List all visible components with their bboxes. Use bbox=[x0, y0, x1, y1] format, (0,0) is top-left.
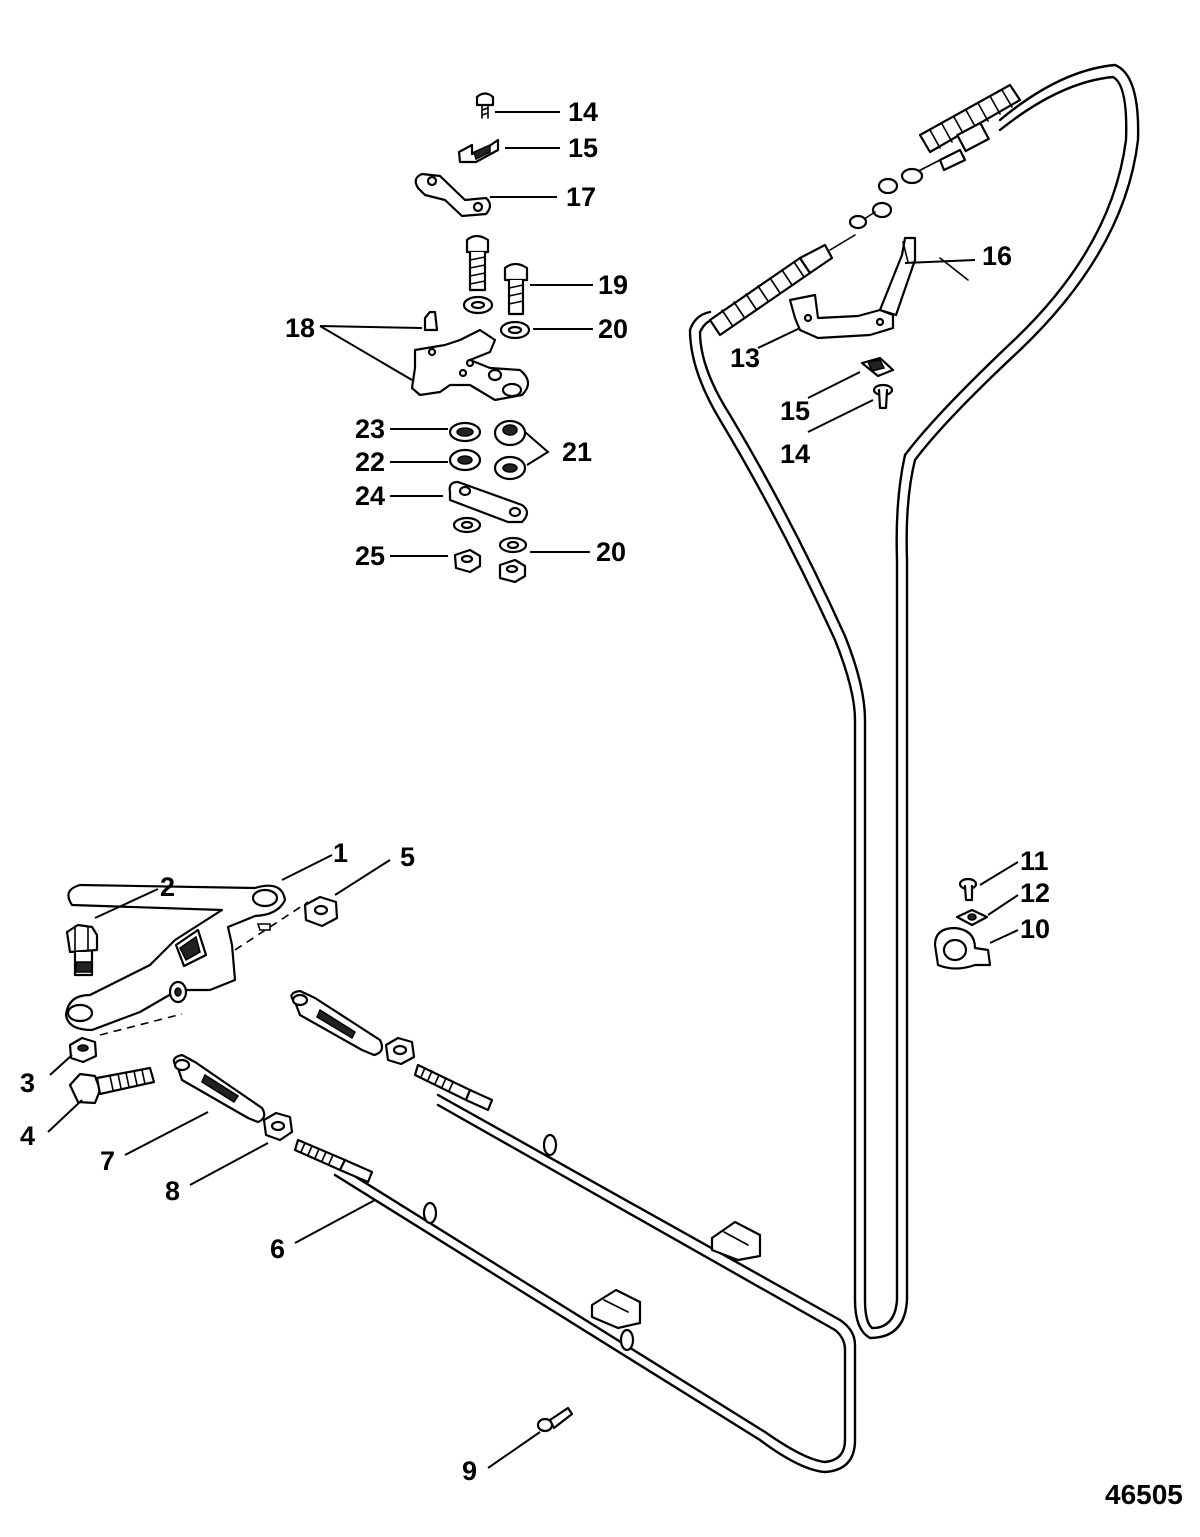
callout-8: 8 bbox=[165, 1176, 180, 1206]
bracket-18 bbox=[410, 310, 530, 402]
clip-15-right bbox=[860, 356, 895, 378]
callout-11: 11 bbox=[1020, 846, 1049, 876]
callout-18: 18 bbox=[285, 313, 315, 343]
screw-11 bbox=[958, 877, 978, 902]
screw-14-top bbox=[475, 92, 495, 119]
callout-15-right: 15 bbox=[780, 396, 810, 426]
callout-13: 13 bbox=[730, 343, 760, 373]
callout-1: 1 bbox=[333, 838, 348, 868]
callout-7: 7 bbox=[100, 1146, 115, 1176]
grommet-22 bbox=[448, 448, 482, 472]
clevis-7 bbox=[172, 1053, 266, 1124]
cable-loop-inner bbox=[333, 1093, 857, 1474]
cable-loop-outer bbox=[688, 63, 1140, 1340]
cable-clamp-block-upper bbox=[710, 1220, 762, 1262]
callout-2: 2 bbox=[160, 872, 175, 902]
callout-12: 12 bbox=[1020, 878, 1050, 908]
callout-20-top: 20 bbox=[598, 314, 628, 344]
plate-17 bbox=[414, 172, 492, 218]
grommet-23 bbox=[448, 421, 482, 443]
clamp-10 bbox=[933, 926, 992, 970]
callout-5: 5 bbox=[400, 842, 415, 872]
nut-3 bbox=[68, 1036, 98, 1064]
callout-9: 9 bbox=[462, 1456, 477, 1486]
dash-line-lever-3 bbox=[99, 1013, 183, 1036]
callout-3: 3 bbox=[20, 1068, 35, 1098]
callout-23: 23 bbox=[355, 414, 385, 444]
nut-25 bbox=[453, 548, 527, 584]
callout-20-bottom: 20 bbox=[596, 537, 626, 567]
washer-20-top bbox=[462, 295, 531, 340]
callout-6: 6 bbox=[270, 1234, 285, 1264]
callout-22: 22 bbox=[355, 447, 385, 477]
callout-14-right: 14 bbox=[780, 439, 810, 469]
callout-16: 16 bbox=[982, 241, 1012, 271]
bolt-2 bbox=[65, 923, 99, 977]
cable-6-end-lower bbox=[293, 1138, 635, 1352]
screw-9 bbox=[536, 1406, 574, 1433]
figure-number: 46505 bbox=[1105, 1479, 1183, 1510]
callout-15-top: 15 bbox=[568, 133, 598, 163]
cable-end-upper bbox=[413, 1063, 558, 1157]
screw-14-right bbox=[872, 383, 894, 410]
leader-lines bbox=[47, 111, 1019, 1469]
clevis-upper bbox=[290, 989, 384, 1057]
callout-25: 25 bbox=[355, 541, 385, 571]
callout-21: 21 bbox=[562, 437, 592, 467]
dash-line-lever-5 bbox=[234, 901, 309, 951]
callout-4: 4 bbox=[20, 1121, 35, 1151]
callout-14-top: 14 bbox=[568, 97, 598, 127]
callout-24: 24 bbox=[355, 481, 385, 511]
plate-24 bbox=[448, 480, 529, 524]
clip-15-top bbox=[457, 138, 500, 164]
bolt-19-right bbox=[503, 262, 529, 316]
grommet-21 bbox=[493, 419, 527, 481]
nut-5 bbox=[303, 895, 339, 928]
callout-10: 10 bbox=[1020, 914, 1050, 944]
callout-19: 19 bbox=[598, 270, 628, 300]
callout-labels: 14 15 17 19 20 18 23 22 21 24 25 20 16 1… bbox=[20, 97, 1183, 1510]
bolt-4 bbox=[68, 1066, 156, 1105]
bolt-19-left bbox=[465, 234, 490, 292]
lever-1 bbox=[64, 883, 287, 1032]
top-cable-conduit bbox=[708, 83, 1022, 337]
nut-8 bbox=[262, 1111, 294, 1142]
cable-clamp-block-lower bbox=[590, 1288, 642, 1330]
washer-20-bottom bbox=[452, 516, 528, 554]
nut-upper bbox=[384, 1036, 416, 1066]
callout-17: 17 bbox=[566, 182, 596, 212]
clip-12 bbox=[955, 908, 989, 927]
